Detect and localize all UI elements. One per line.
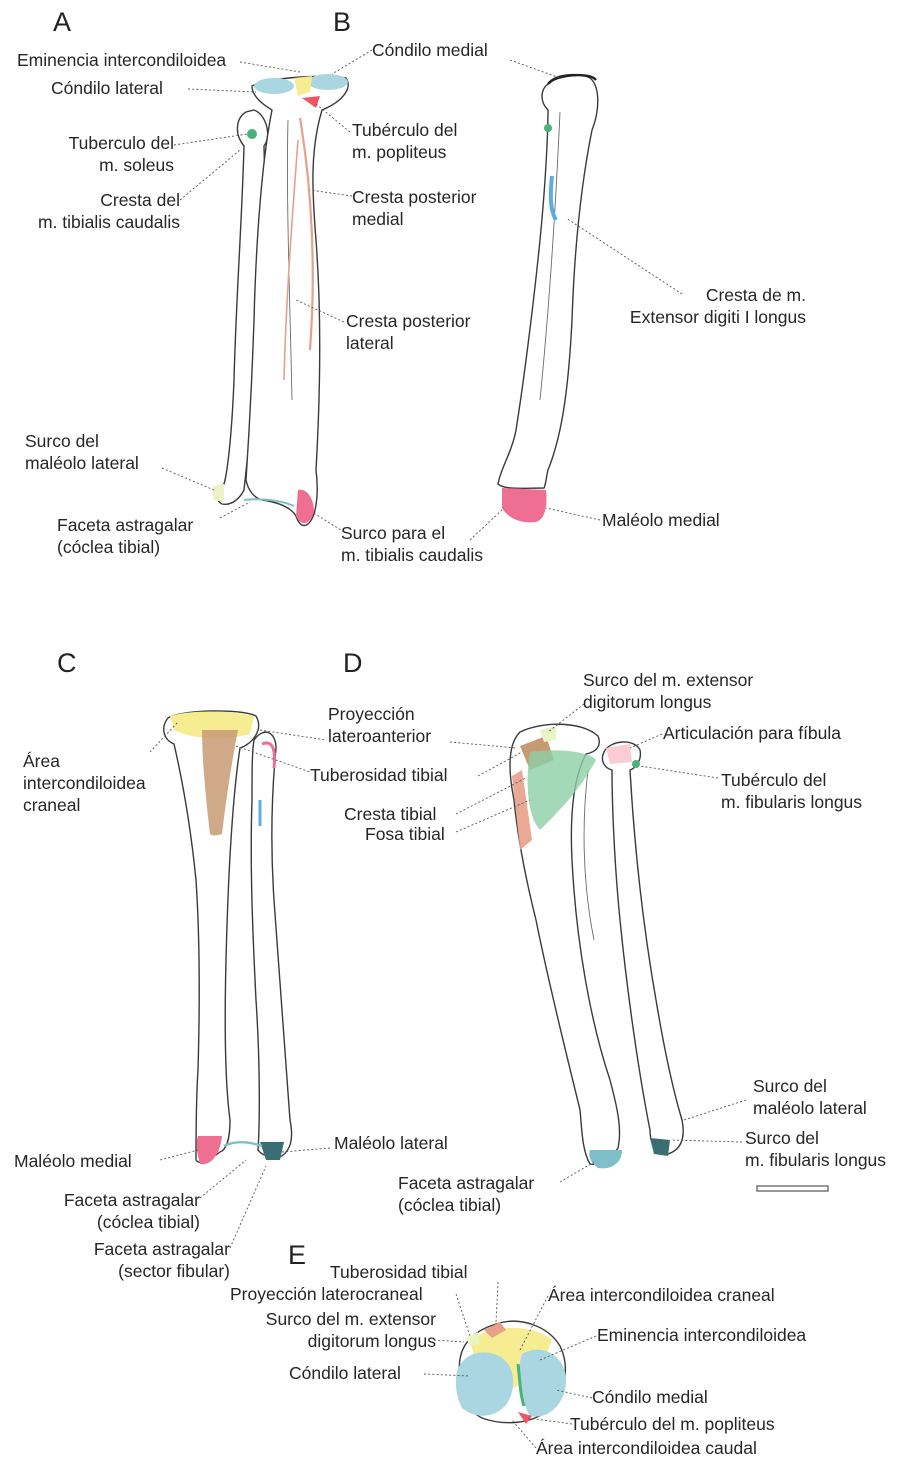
label-e-tuberosidad: Tuberosidad tibial bbox=[330, 1261, 468, 1283]
panel-letter-e: E bbox=[288, 1242, 306, 1269]
panel-letter-c: C bbox=[57, 650, 77, 677]
panel-letter-d: D bbox=[343, 650, 363, 677]
label-e-proyeccion: Proyección laterocraneal bbox=[230, 1283, 423, 1305]
maleolo-medial-c-mark bbox=[197, 1136, 222, 1164]
surco-maleolo-a-mark bbox=[212, 484, 224, 502]
label-d-cresta-tibial: Cresta tibial bbox=[344, 803, 436, 825]
condilo-lateral-e-mark bbox=[456, 1352, 513, 1415]
label-d-faceta: Faceta astragalar(cóclea tibial) bbox=[398, 1172, 534, 1216]
label-e-condilo-medial: Cóndilo medial bbox=[592, 1386, 708, 1408]
tuberculo-fibularis-d-mark bbox=[632, 760, 640, 768]
label-d-articulacion: Articulación para fíbula bbox=[663, 722, 841, 744]
label-e-condilo-lateral: Cóndilo lateral bbox=[289, 1362, 401, 1384]
tuberculo-b-mark bbox=[544, 124, 552, 132]
panel-c-drawing bbox=[150, 711, 330, 1248]
label-d-tuberosidad: Tuberosidad tibial bbox=[310, 764, 448, 786]
label-c-faceta-fibular: Faceta astragalar(sector fibular) bbox=[60, 1238, 230, 1282]
soleus-a-mark bbox=[247, 129, 257, 139]
condilo-medial-a-mark bbox=[308, 74, 348, 90]
label-e-area-craneal: Área intercondiloidea craneal bbox=[548, 1284, 775, 1306]
panel-letter-a: A bbox=[53, 9, 71, 36]
label-e-eminencia: Eminencia intercondiloidea bbox=[597, 1324, 806, 1346]
label-b-maleolo-medial: Maléolo medial bbox=[602, 509, 720, 531]
fibula-d bbox=[602, 742, 683, 1154]
label-e-tuberculo-popliteus: Tubérculo del m. popliteus bbox=[570, 1413, 775, 1435]
surco-fibularis-d-mark bbox=[650, 1138, 670, 1156]
label-d-fosa-tibial: Fosa tibial bbox=[365, 823, 445, 845]
label-b-cresta-extensor: Cresta de m.Extensor digiti I longus bbox=[586, 284, 806, 328]
panel-a-drawing bbox=[162, 50, 372, 532]
maleolo-lateral-c-mark bbox=[260, 1142, 284, 1160]
label-c-maleolo-lateral: Maléolo lateral bbox=[334, 1132, 448, 1154]
label-a-faceta: Faceta astragalar(cóclea tibial) bbox=[57, 514, 193, 558]
label-a-eminencia: Eminencia intercondiloidea bbox=[17, 49, 226, 71]
faceta-d-mark bbox=[589, 1150, 622, 1168]
faceta-c-mark bbox=[224, 1142, 262, 1146]
tibia-b bbox=[498, 75, 598, 489]
scale-bar bbox=[757, 1186, 828, 1191]
label-c-faceta-coclea: Faceta astragalar(cóclea tibial) bbox=[30, 1189, 200, 1233]
panel-letter-b: B bbox=[333, 9, 351, 36]
label-b-condilo-medial: Cóndilo medial bbox=[372, 39, 488, 61]
maleolo-medial-b-mark bbox=[502, 488, 547, 522]
fibula-c bbox=[251, 732, 291, 1157]
label-a-condilo-lateral: Cóndilo lateral bbox=[51, 77, 163, 99]
label-c-maleolo-medial: Maléolo medial bbox=[14, 1150, 132, 1172]
condilo-lateral-a-mark bbox=[254, 78, 294, 94]
label-e-area-caudal: Área intercondiloidea caudal bbox=[536, 1437, 757, 1459]
